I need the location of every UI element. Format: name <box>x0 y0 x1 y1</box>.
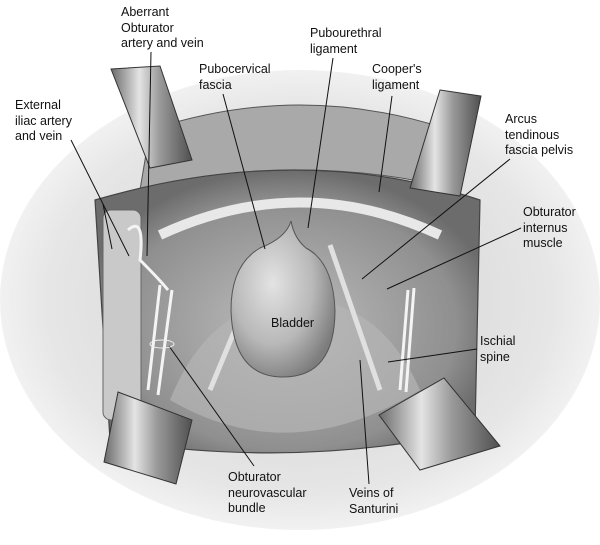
leader-ischial <box>387 348 478 363</box>
label-line: External <box>15 98 61 112</box>
bundle-marker <box>149 339 175 349</box>
label-line: Pubourethral <box>310 26 382 40</box>
label-line: Santurini <box>349 501 399 516</box>
leader-pubourethral <box>307 57 334 229</box>
label-coopers: Cooper's ligament <box>372 62 422 93</box>
leader-pubocervical <box>222 93 266 250</box>
leader-coopers <box>378 95 393 193</box>
label-line: fascia <box>199 77 232 92</box>
leader-aberrant <box>146 51 152 257</box>
label-line: tendinous <box>505 127 560 142</box>
label-line: Arcus <box>505 112 537 126</box>
leader-lines <box>70 51 522 485</box>
leader-obturator-bundle <box>168 345 255 467</box>
label-line: internus <box>523 220 568 235</box>
retractor-bottom-right <box>378 377 501 471</box>
label-line: bundle <box>228 501 266 515</box>
label-line: ligament <box>310 41 358 56</box>
label-line: Ischial <box>480 334 516 348</box>
retractor-top-right <box>409 89 482 197</box>
label-line: Aberrant <box>121 5 169 19</box>
label-line: Cooper's <box>372 62 422 76</box>
label-ischial-spine: Ischial spine <box>480 334 515 365</box>
label-line: muscle <box>523 236 563 250</box>
leader-santurini <box>359 359 370 485</box>
label-line: Veins of <box>349 486 394 500</box>
label-aberrant-obturator: Aberrant Obturator artery and vein <box>121 5 204 52</box>
label-line: spine <box>480 349 510 364</box>
label-bladder: Bladder <box>271 316 315 330</box>
retractor-top-left <box>110 65 193 169</box>
label-line: neurovascular <box>228 485 307 500</box>
bladder-drawing <box>230 220 336 378</box>
label-obturator-bundle: Obturator neurovascular bundle <box>228 470 307 517</box>
label-line: artery and vein <box>121 36 204 50</box>
label-line: ligament <box>372 77 420 92</box>
label-external-iliac: External iliac artery and vein <box>15 98 72 145</box>
label-pubourethral: Pubourethral ligament <box>310 26 382 57</box>
retractor-bottom-left <box>103 391 193 485</box>
vessels <box>127 224 416 396</box>
label-line: fascia pelvis <box>505 143 574 157</box>
label-line: Obturator <box>228 470 281 484</box>
leader-arcus <box>361 158 511 280</box>
leader-external-iliac-2 <box>102 203 113 250</box>
label-arcus: Arcus tendinous fascia pelvis <box>505 112 573 159</box>
label-pubocervical: Pubocervical fascia <box>199 62 271 93</box>
label-line: Obturator <box>121 20 174 35</box>
label-line: and vein <box>15 129 63 143</box>
label-line: Pubocervical <box>199 62 271 76</box>
leader-external-iliac <box>70 139 130 257</box>
leader-obturator-internus <box>386 227 522 290</box>
label-line: iliac artery <box>15 113 72 128</box>
coopers-ligament-band <box>157 197 443 240</box>
label-santurini: Veins of Santurini <box>349 486 398 517</box>
label-obturator-internus: Obturator internus muscle <box>523 205 576 252</box>
label-line: Obturator <box>523 205 576 219</box>
